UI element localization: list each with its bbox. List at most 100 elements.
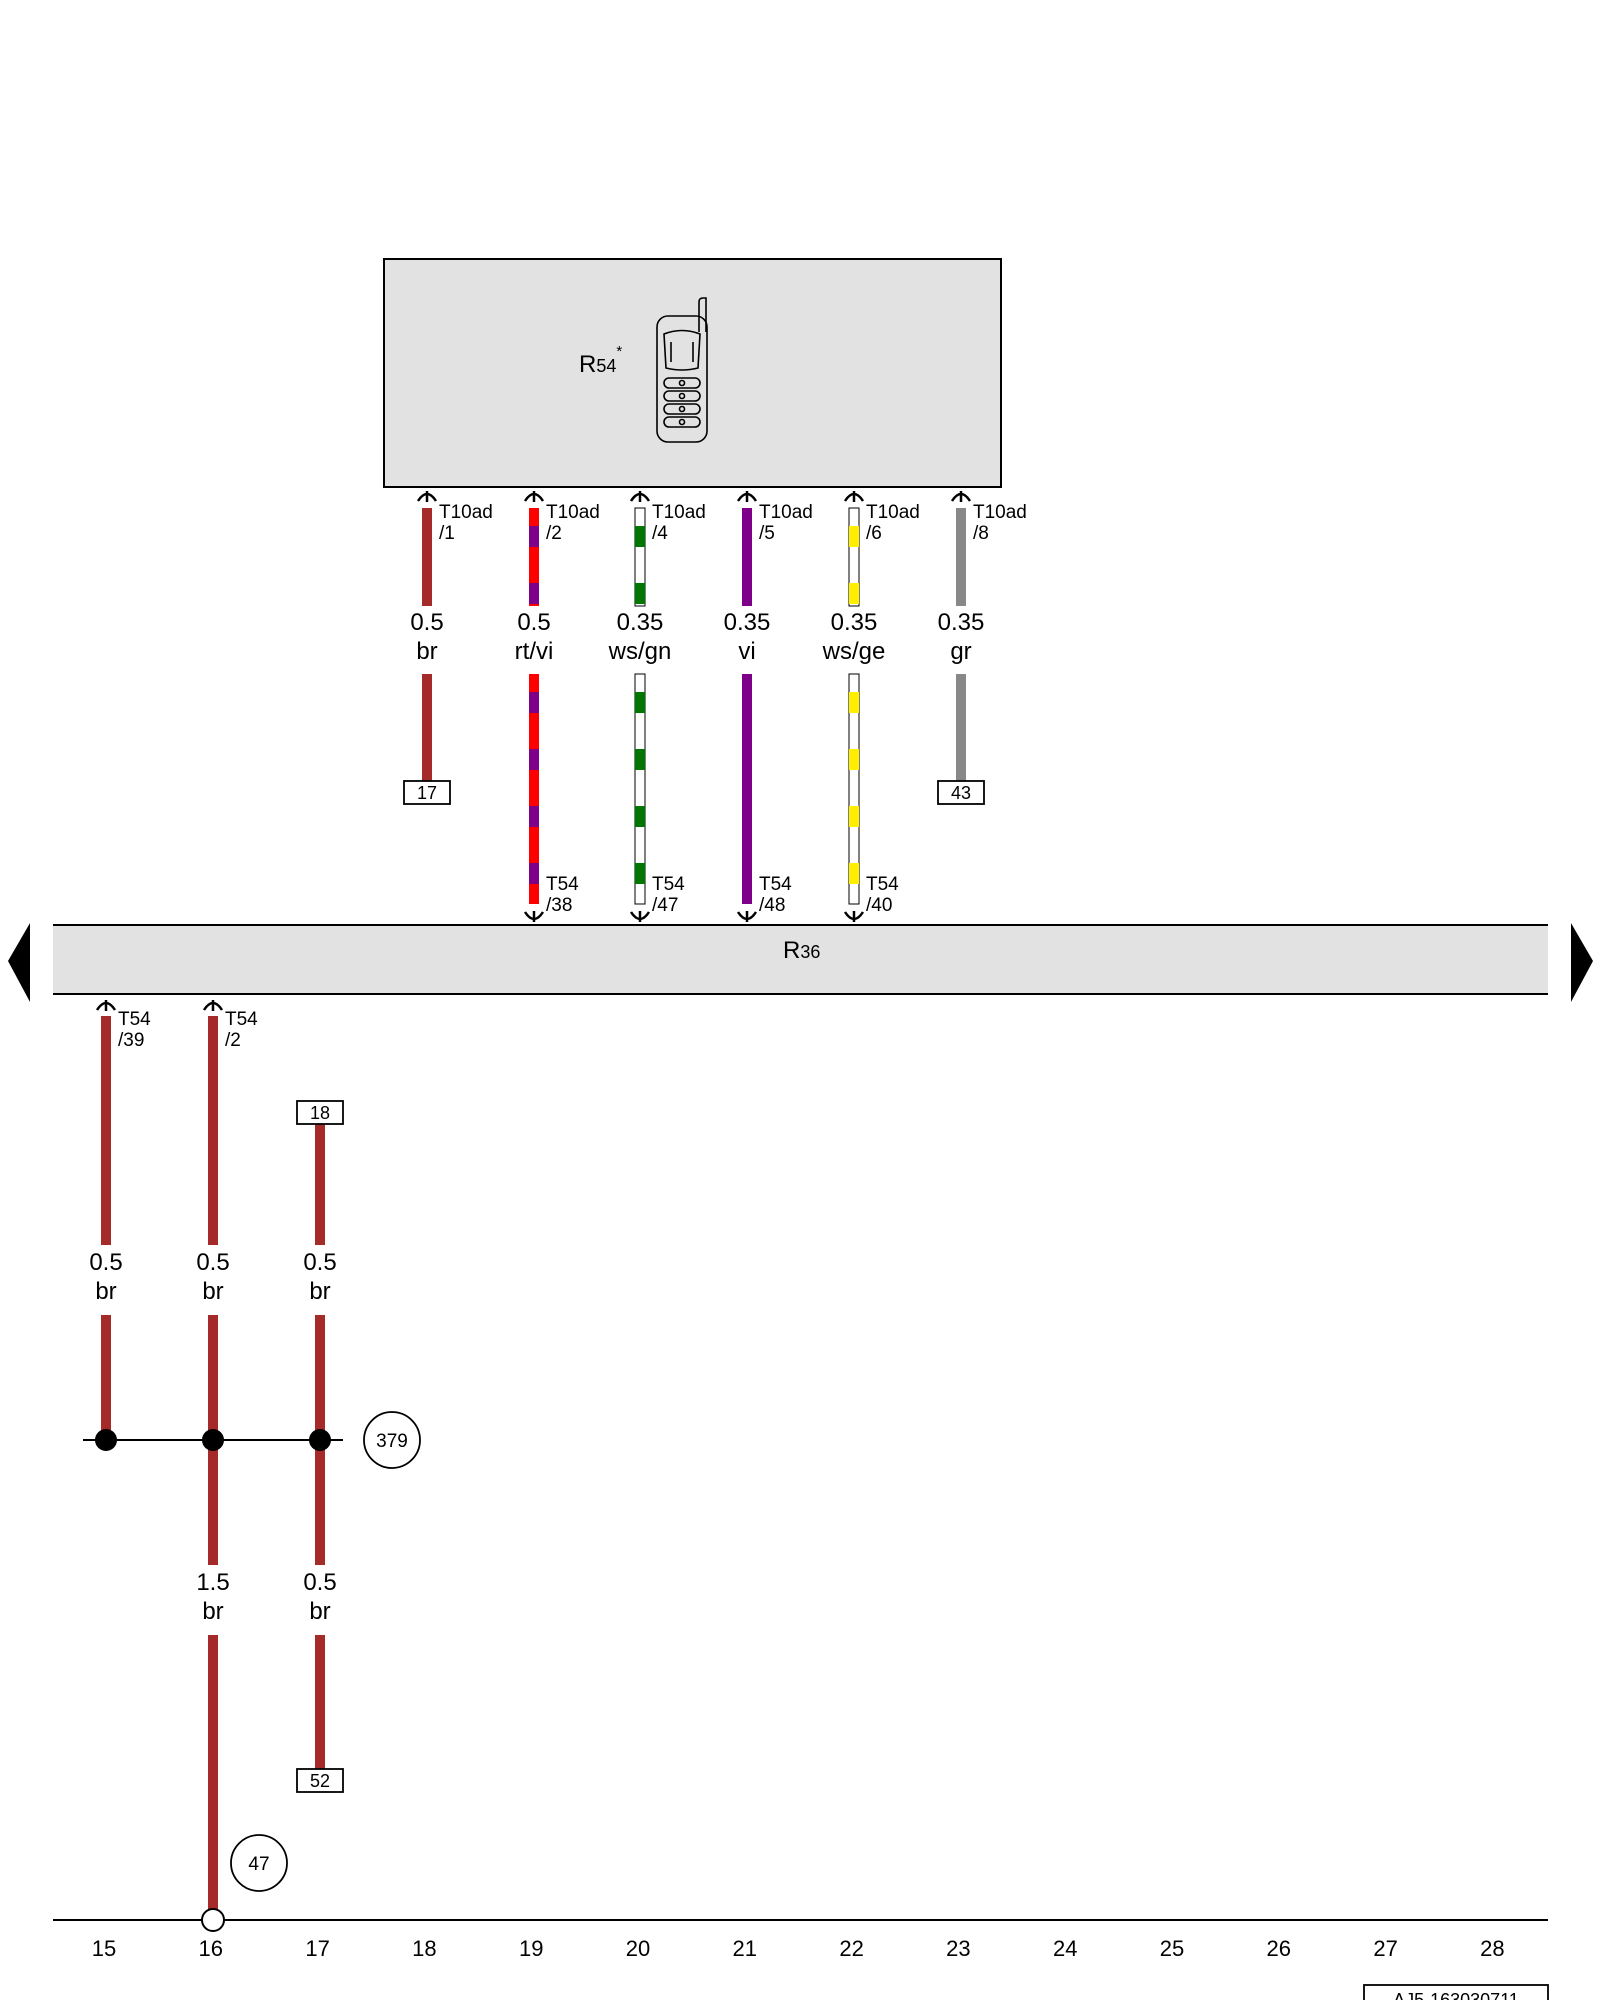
wire-segment[interactable] bbox=[848, 673, 860, 905]
wire-segment[interactable] bbox=[315, 1315, 325, 1440]
wire-segment[interactable] bbox=[634, 673, 646, 905]
connector-pin-number: /6 bbox=[866, 523, 882, 544]
connector-pin-number: /2 bbox=[546, 523, 562, 544]
wire-l4: 1.5br bbox=[196, 1440, 230, 1910]
wire-segment[interactable] bbox=[422, 508, 432, 606]
connector-t54[interactable] bbox=[523, 911, 545, 922]
connector-pin-name: T10ad bbox=[866, 502, 920, 523]
wire-segment[interactable] bbox=[848, 507, 860, 607]
wire-segment[interactable] bbox=[208, 1315, 218, 1440]
connector-pin-name: T54 bbox=[866, 874, 899, 895]
connector-t10ad[interactable] bbox=[629, 491, 651, 502]
connector-pin-name: T10ad bbox=[652, 502, 706, 523]
connector-t54[interactable] bbox=[843, 911, 865, 922]
wire-segment[interactable] bbox=[208, 1016, 218, 1245]
connector-t54[interactable] bbox=[95, 1000, 117, 1011]
wire-segment[interactable] bbox=[208, 1635, 218, 1910]
wire-color-label: gr bbox=[950, 638, 971, 665]
connector-t54[interactable] bbox=[736, 911, 758, 922]
wire-segment[interactable] bbox=[208, 1440, 218, 1565]
connector-pin-name: T54 bbox=[225, 1009, 258, 1030]
connector-pin-name: T10ad bbox=[546, 502, 600, 523]
reference-label: 18 bbox=[310, 1103, 330, 1123]
wire-segment[interactable] bbox=[742, 674, 752, 904]
wire-color-label: br bbox=[309, 1598, 330, 1625]
junction-dot bbox=[309, 1429, 331, 1451]
wire-color-label: ws/gn bbox=[608, 638, 672, 665]
wire-color-label: br bbox=[309, 1278, 330, 1305]
wire-size-label: 0.5 bbox=[517, 609, 550, 636]
r36-component-bar[interactable] bbox=[53, 925, 1548, 994]
wire-segment[interactable] bbox=[422, 674, 432, 782]
ground-point[interactable] bbox=[201, 1908, 225, 1932]
column-number: 23 bbox=[946, 1936, 970, 1961]
reference-box[interactable]: 43 bbox=[937, 780, 985, 805]
column-number: 22 bbox=[839, 1936, 863, 1961]
junction-dot bbox=[202, 1429, 224, 1451]
reference-box[interactable]: 18 bbox=[296, 1100, 344, 1125]
wire-l3: 180.5br bbox=[296, 1100, 344, 1440]
connector-pin-name: T54 bbox=[652, 874, 685, 895]
mobile-phone-icon bbox=[656, 297, 708, 443]
wire-segment[interactable] bbox=[742, 508, 752, 606]
connector-t10ad[interactable] bbox=[523, 491, 545, 502]
wire-segment[interactable] bbox=[956, 508, 966, 606]
wire-l1: T54/390.5br bbox=[89, 1000, 151, 1440]
document-id: AJ5-163030711 bbox=[1393, 1990, 1519, 2000]
connector-pin-number: /38 bbox=[546, 895, 572, 916]
wire-segment[interactable] bbox=[101, 1016, 111, 1245]
wire-segment[interactable] bbox=[315, 1122, 325, 1245]
connector-t10ad[interactable] bbox=[736, 491, 758, 502]
column-number: 18 bbox=[412, 1936, 436, 1961]
wire-segment[interactable] bbox=[101, 1315, 111, 1440]
column-number: 15 bbox=[92, 1936, 116, 1961]
connector-t10ad[interactable] bbox=[843, 491, 865, 502]
junction-ref-circle[interactable] bbox=[363, 1411, 421, 1469]
r54-label: R54* bbox=[579, 343, 622, 378]
wire-segment[interactable] bbox=[529, 674, 539, 904]
wire-color-label: br bbox=[95, 1278, 116, 1305]
wire-segment[interactable] bbox=[634, 507, 646, 607]
connector-pin-number: /1 bbox=[439, 523, 455, 544]
continuation-right-arrow[interactable] bbox=[1571, 923, 1593, 1002]
wire-size-label: 0.35 bbox=[831, 609, 878, 636]
connector-pin-number: /40 bbox=[866, 895, 892, 916]
connector-pin-name: T10ad bbox=[439, 502, 493, 523]
connector-pin-name: T54 bbox=[759, 874, 792, 895]
connector-t10ad[interactable] bbox=[416, 491, 438, 502]
connector-pin-number: /48 bbox=[759, 895, 785, 916]
document-id-box bbox=[1363, 1984, 1549, 2000]
connector-pin-number: /2 bbox=[225, 1030, 241, 1051]
connector-pin-name: T10ad bbox=[759, 502, 813, 523]
wire-segment[interactable] bbox=[315, 1635, 325, 1770]
connector-pin-number: /39 bbox=[118, 1030, 144, 1051]
wire-size-label: 0.35 bbox=[724, 609, 771, 636]
ground-ref-label: 47 bbox=[248, 1854, 269, 1875]
ground-ref-circle[interactable] bbox=[230, 1834, 288, 1892]
column-number: 28 bbox=[1480, 1936, 1504, 1961]
wire-segment[interactable] bbox=[529, 508, 539, 606]
connector-t10ad[interactable] bbox=[950, 491, 972, 502]
wire-segment[interactable] bbox=[315, 1440, 325, 1565]
wire-color-label: ws/ge bbox=[822, 638, 886, 665]
reference-box[interactable]: 52 bbox=[296, 1768, 344, 1793]
connector-t54[interactable] bbox=[629, 911, 651, 922]
connector-t54[interactable] bbox=[202, 1000, 224, 1011]
wire-color-label: br bbox=[202, 1278, 223, 1305]
wire-segment[interactable] bbox=[956, 674, 966, 782]
column-number: 17 bbox=[305, 1936, 329, 1961]
reference-box[interactable]: 17 bbox=[403, 780, 451, 805]
continuation-left-arrow[interactable] bbox=[8, 923, 30, 1002]
connector-pin-number: /4 bbox=[652, 523, 668, 544]
connector-pin-name: T10ad bbox=[973, 502, 1027, 523]
r54-component-box[interactable] bbox=[383, 258, 1002, 488]
connector-pin-number: /47 bbox=[652, 895, 678, 916]
